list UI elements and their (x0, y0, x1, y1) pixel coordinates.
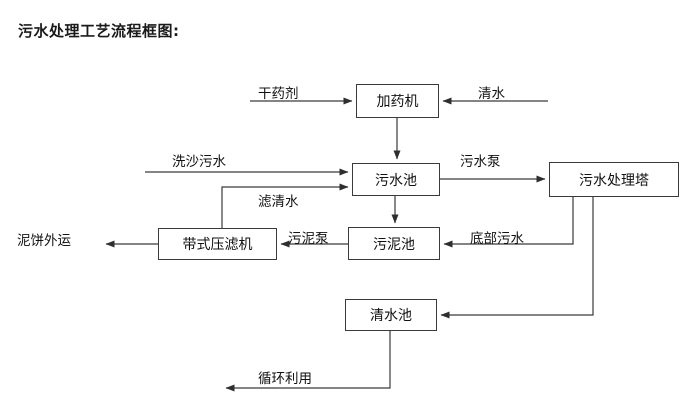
node-clean-water-pool[interactable]: 清水池 (345, 299, 437, 331)
node-label: 加药机 (376, 94, 419, 110)
node-label: 清水池 (370, 308, 412, 324)
node-label: 污水处理塔 (579, 172, 649, 189)
node-sludge-pool[interactable]: 污泥池 (348, 227, 440, 260)
node-belt-filter-press[interactable]: 带式压滤机 (158, 228, 277, 260)
edge-filtrate-to-sewage-pool (221, 183, 349, 228)
node-label: 污泥池 (373, 236, 415, 253)
edge-tower-to-clean-pool (440, 197, 594, 319)
edge-label-filtrate: 滤清水 (258, 194, 299, 210)
node-treatment-tower[interactable]: 污水处理塔 (549, 162, 679, 197)
node-label: 污水池 (375, 172, 417, 189)
page-title: 污水处理工艺流程框图: (18, 22, 180, 40)
edge-label-sludge-pump: 污泥泵 (288, 231, 329, 247)
node-sewage-pool[interactable]: 污水池 (352, 163, 440, 196)
node-label: 带式压滤机 (182, 237, 253, 253)
node-dosing-machine[interactable]: 加药机 (356, 84, 439, 118)
terminal-label-mud-cake-transport: 泥饼外运 (17, 233, 71, 249)
edge-label-sewage-pump: 污水泵 (460, 154, 501, 170)
edge-tower-to-sludge-pool (443, 197, 574, 248)
edge-label-bottom-sewage: 底部污水 (470, 231, 524, 247)
terminal-label-clear-water: 清水 (478, 86, 505, 102)
edge-label-recycle-use: 循环利用 (258, 371, 312, 387)
edge-clean-pool-to-recycle (225, 331, 391, 392)
terminal-label-wash-sand-sewage: 洗沙污水 (172, 154, 226, 170)
terminal-label-dry-agent: 干药剂 (258, 86, 299, 102)
